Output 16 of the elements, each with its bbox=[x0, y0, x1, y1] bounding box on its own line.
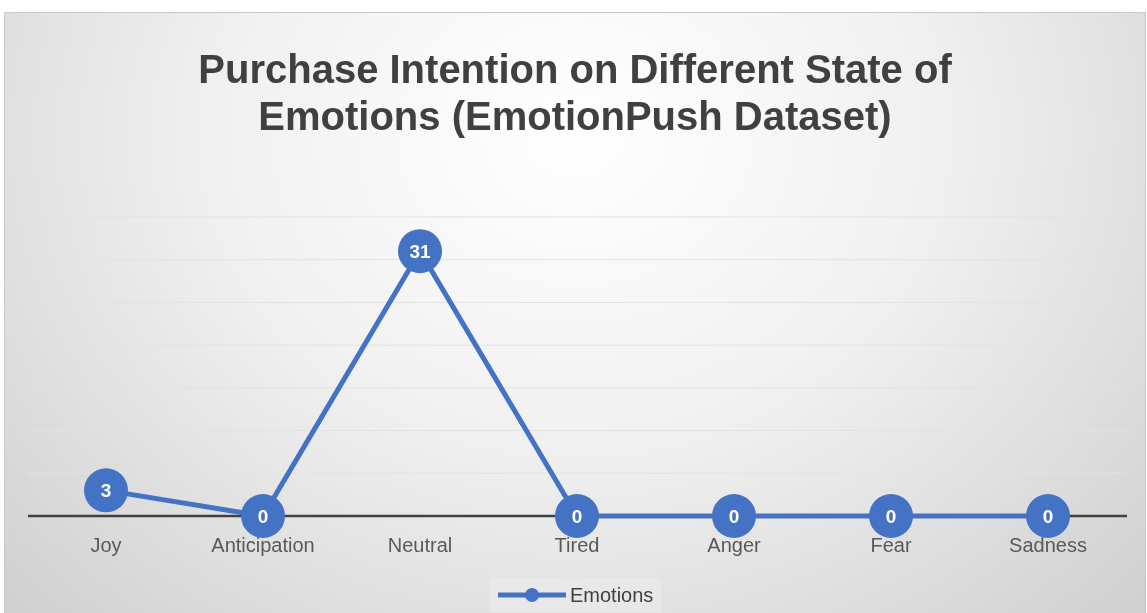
axis-label: Fear bbox=[870, 534, 912, 556]
axis-label: Sadness bbox=[1009, 534, 1087, 556]
axis-label: Anger bbox=[707, 534, 761, 556]
axis-label: Tired bbox=[554, 534, 600, 556]
axis-label: Joy bbox=[90, 534, 122, 556]
data-label: 0 bbox=[728, 506, 740, 527]
data-label: 3 bbox=[100, 480, 112, 502]
data-label: 31 bbox=[409, 241, 431, 263]
chart-title: Purchase Intention on Different State of Emotions (EmotionPush Dataset) bbox=[197, 46, 953, 140]
data-label: 0 bbox=[571, 506, 583, 527]
axis-label: Anticipation bbox=[211, 534, 315, 556]
legend-label: Emotions bbox=[570, 583, 654, 607]
axis-label: Neutral bbox=[387, 534, 453, 556]
data-label: 0 bbox=[1042, 506, 1054, 527]
data-label: 0 bbox=[257, 506, 269, 527]
data-label: 0 bbox=[885, 506, 897, 527]
